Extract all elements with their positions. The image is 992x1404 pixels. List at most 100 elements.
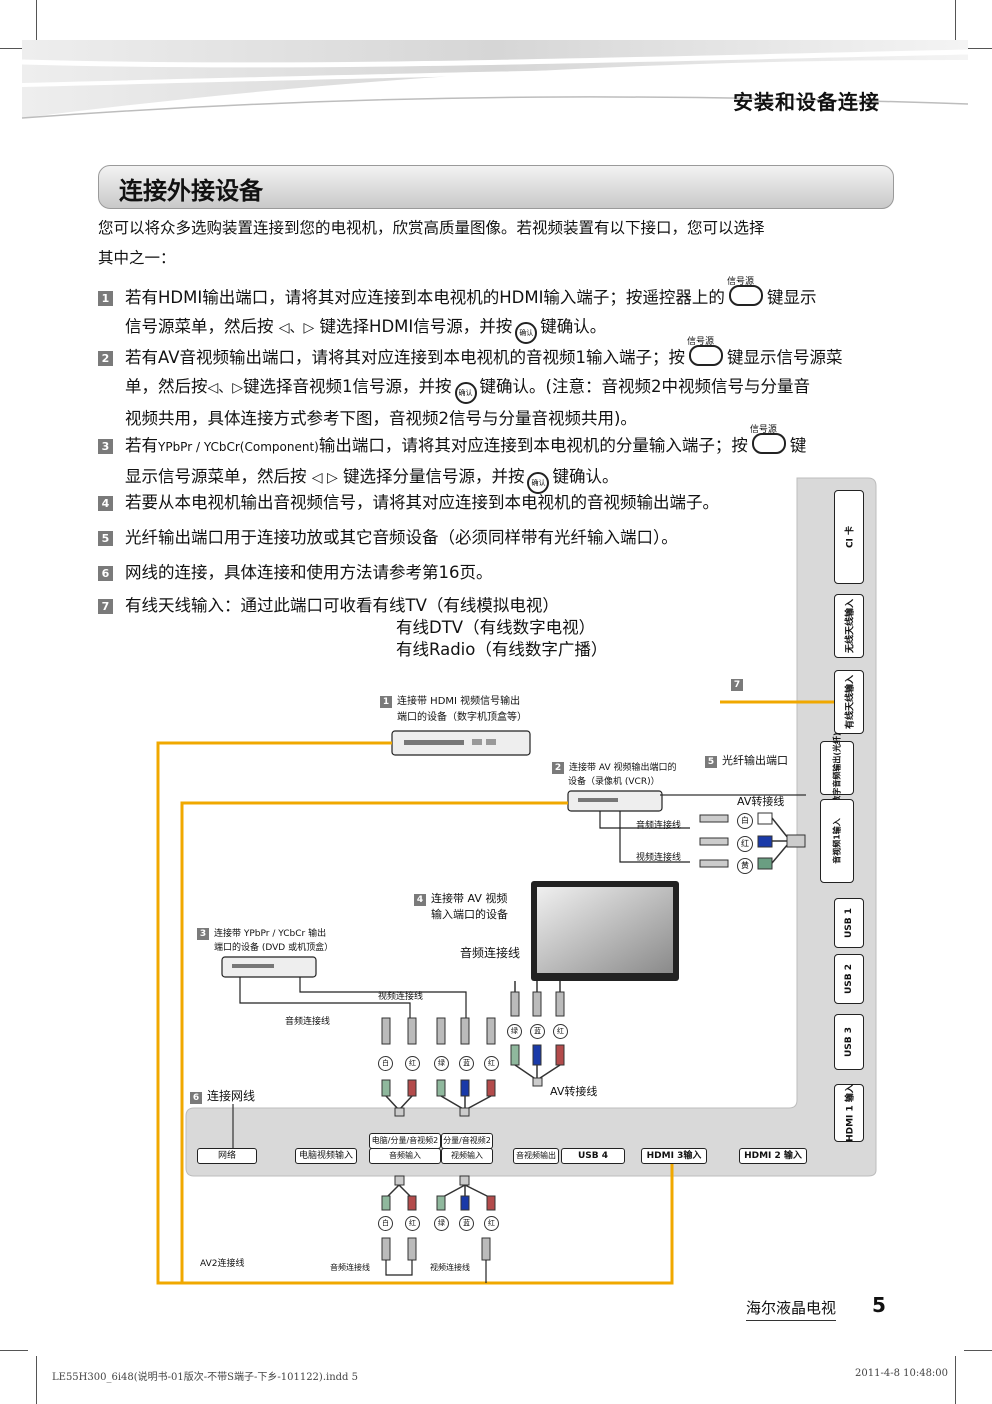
cable-antenna-port: 有线天线输入 <box>834 670 864 734</box>
footer-file-info: LE55H300_6i48(说明书-01版次-不带S端子-下乡-101122).… <box>52 1372 358 1383</box>
usb-3-port: USB 3 <box>834 1014 864 1070</box>
port-label: USB 3 <box>844 1026 854 1058</box>
label-text: 光纤输出端口 <box>722 754 788 767</box>
av2-connectors <box>381 1175 496 1283</box>
ok-button-icon: 确认 <box>527 472 550 494</box>
item-text: 显示信号源菜单，然后按 <box>125 467 307 486</box>
red-connector-label: 红 <box>553 1024 568 1039</box>
white-connector-label: 白 <box>378 1056 393 1071</box>
white-connector-label: 白 <box>378 1216 393 1231</box>
device-3-label-line2: 端口的设备 (DVD 或机顶盒） <box>214 943 334 953</box>
audio-cable-label: 音频连接线 <box>460 946 521 960</box>
crop-mark <box>0 48 28 49</box>
component-av2-port: 分量/音视频2 <box>441 1133 493 1149</box>
av-adapter-label: AV转接线 <box>737 795 785 808</box>
item-text: 键确认。 <box>552 467 619 486</box>
port-label: CI 卡 <box>845 525 856 549</box>
page-section-title: 安装和设备连接 <box>733 90 880 114</box>
instruction-item-1: 1 若有HDMI输出端口，请将其对应连接到本电视机的HDMI输入端子；按遥控器上的… <box>98 277 816 344</box>
item-7-line-3: 有线Radio（有线数字广播） <box>396 640 608 659</box>
item-number: 7 <box>98 599 113 614</box>
item-number: 3 <box>98 439 113 454</box>
video-cable-label: 视频连接线 <box>636 853 682 863</box>
item-text: 若要从本电视机输出音视频信号，请将其对应连接到本电视机的音视频输出端子。 <box>125 493 719 512</box>
av-adapter <box>699 812 806 870</box>
white-connector-label: 白 <box>737 813 753 829</box>
crop-mark <box>36 1356 37 1404</box>
usb-1-port: USB 1 <box>834 898 864 948</box>
pc-video-input-port: 电脑视频输入 <box>295 1148 357 1164</box>
audio-input-port: 音频输入 <box>369 1148 441 1164</box>
blue-connector-label: 蓝 <box>459 1216 474 1231</box>
item-text: 键确认。(注意：音视频2中视频信号与分量音 <box>479 377 810 396</box>
crop-mark <box>955 0 956 48</box>
item-number: 6 <box>98 566 113 581</box>
source-button-icon: 信号源 <box>750 425 786 454</box>
green-connector-label: 绿 <box>434 1216 449 1231</box>
video-input-port: 视频输入 <box>441 1148 493 1164</box>
dvd-device <box>221 956 317 978</box>
item-text: 光纤输出端口用于连接功放或其它音频设备（必须同样带有光纤输入端口）。 <box>125 528 678 547</box>
av2-cable-label: AV2连接线 <box>200 1259 245 1269</box>
crop-mark <box>36 0 37 48</box>
item-text: 若有 <box>125 436 158 455</box>
item-text: 键选择HDMI信号源，并按 <box>319 317 513 336</box>
page-number: 5 <box>872 1293 886 1317</box>
dvd-cables <box>239 977 467 1018</box>
yellow-connector-label: 黄 <box>737 858 753 874</box>
port-label: 数字音频输出(光纤) <box>832 732 842 804</box>
item-text: 视频共用，具体连接方式参考下图，音视频2信号与分量音视频共用)。 <box>125 409 637 428</box>
item-number: 4 <box>98 496 113 511</box>
header-swoosh <box>21 40 969 119</box>
label-text: 连接带 AV 视频输出端口的 <box>569 763 677 773</box>
av-adapter-label: AV转接线 <box>550 1085 598 1098</box>
crop-mark <box>955 1356 956 1404</box>
left-right-arrow-icon: ◁、▷ <box>278 320 315 336</box>
device-2-label-line2: 设备（录像机 (VCR)） <box>568 777 660 787</box>
source-button-caption: 信号源 <box>749 425 777 435</box>
vcr-cables <box>599 811 690 863</box>
audio-cable-label: 音频连接线 <box>330 1263 370 1272</box>
av2-cable <box>180 801 568 1283</box>
audio-cable-label: 音频连接线 <box>285 1017 331 1027</box>
label-number: 6 <box>190 1092 202 1104</box>
optical-output-label: 5 光纤输出端口 <box>705 752 788 768</box>
intro-line-1: 您可以将众多选购装置连接到您的电视机，欣赏高质量图像。若视频装置有以下接口，您可… <box>98 219 765 237</box>
tv-back-panel <box>185 477 877 1177</box>
hdmi-1-input-port: HDMI 1 输入 <box>834 1084 864 1142</box>
source-button-icon: 信号源 <box>727 277 763 306</box>
port-label: USB 2 <box>844 963 854 995</box>
instruction-item-4: 4 若要从本电视机输出音视频信号，请将其对应连接到本电视机的音视频输出端子。 <box>98 488 719 517</box>
cable-antenna-marker: 7 <box>731 679 748 691</box>
label-number: 5 <box>705 756 717 768</box>
crop-mark <box>0 1350 28 1351</box>
pc-component-av2-audio-port: 电脑/分量/音视频2 <box>369 1133 441 1149</box>
blue-connector-label: 蓝 <box>459 1056 474 1071</box>
device-4-label-line2: 输入端口的设备 <box>431 908 508 921</box>
footer-brand: 海尔液晶电视 <box>746 1297 837 1321</box>
ok-button-icon: 确认 <box>454 382 477 404</box>
item-text: 若有HDMI输出端口，请将其对应连接到本电视机的HDMI输入端子；按遥控器上的 <box>125 288 725 307</box>
red-connector-label: 红 <box>484 1216 499 1231</box>
label-text: 连接网线 <box>207 1089 256 1103</box>
crop-mark <box>964 1350 992 1351</box>
item-text: 键显示信号源菜 <box>727 348 843 367</box>
tv-monitor <box>531 881 679 981</box>
source-button-icon: 信号源 <box>687 337 724 366</box>
green-connector-label: 绿 <box>507 1024 522 1039</box>
label-number: 7 <box>731 679 743 691</box>
source-button-caption: 信号源 <box>726 277 754 287</box>
red-connector-label: 红 <box>405 1056 420 1071</box>
label-text: 连接带 AV 视频 <box>431 892 508 905</box>
hdmi-cable <box>156 741 674 1285</box>
item-number: 1 <box>98 291 113 306</box>
video-cable-label: 视频连接线 <box>378 992 424 1002</box>
av-output-port: 音视频输出 <box>513 1148 559 1164</box>
usb-4-port: USB 4 <box>561 1148 625 1164</box>
item-number: 2 <box>98 351 113 366</box>
red-connector-label: 红 <box>484 1056 499 1071</box>
item-text: 键 <box>789 436 807 455</box>
